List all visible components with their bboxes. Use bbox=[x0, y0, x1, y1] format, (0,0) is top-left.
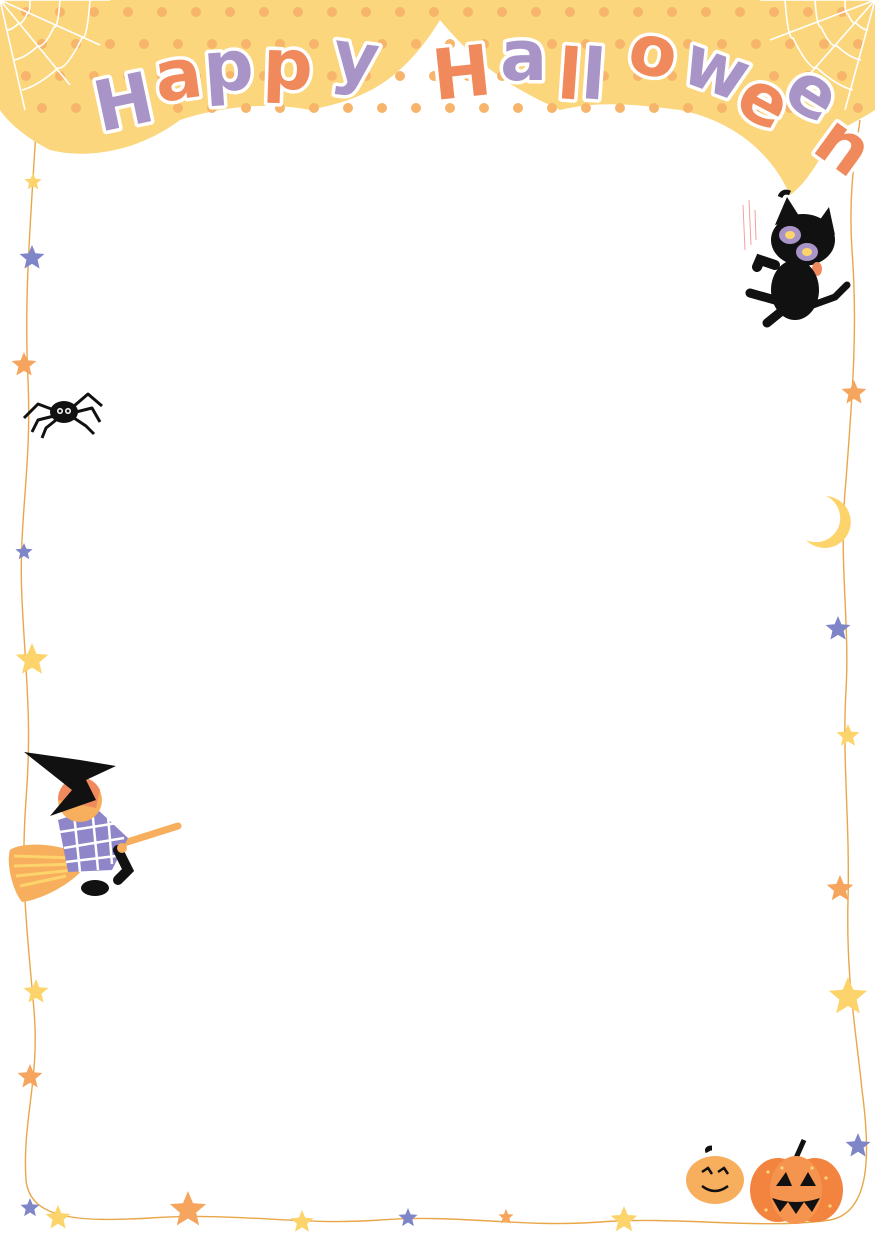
star-icon bbox=[836, 724, 860, 746]
title-letter: H bbox=[428, 29, 495, 117]
black-cat-icon bbox=[742, 189, 851, 328]
spider-web-icon bbox=[760, 0, 875, 111]
title-letter: a bbox=[500, 15, 547, 97]
frame-border bbox=[20, 119, 868, 1225]
star-icon bbox=[15, 543, 33, 560]
crescent-moon-icon bbox=[806, 496, 851, 548]
star-icon bbox=[841, 380, 867, 404]
star-icon bbox=[11, 352, 37, 376]
title-letter: p bbox=[200, 24, 256, 109]
star-icon bbox=[825, 616, 851, 640]
star-icon bbox=[498, 1209, 514, 1224]
star-icon bbox=[290, 1210, 314, 1232]
banner-background bbox=[0, 0, 875, 195]
star-icon bbox=[23, 979, 49, 1003]
star-icon bbox=[24, 173, 42, 190]
witch-on-broom-icon bbox=[8, 752, 182, 902]
star-icon bbox=[20, 1198, 40, 1217]
star-icon bbox=[610, 1206, 638, 1232]
jack-o-lantern-icon bbox=[750, 1138, 843, 1224]
jack-o-lantern-icon bbox=[686, 1145, 744, 1204]
star-icon bbox=[845, 1133, 871, 1157]
spider-web-icon bbox=[0, 0, 110, 111]
star-icon bbox=[398, 1208, 418, 1227]
star-icon bbox=[169, 1191, 207, 1226]
star-icon bbox=[826, 875, 854, 901]
star-decorations bbox=[11, 173, 871, 1232]
star-icon bbox=[45, 1205, 71, 1229]
star-icon bbox=[17, 1064, 43, 1088]
star-icon bbox=[829, 977, 867, 1014]
title-letter: p bbox=[261, 23, 314, 107]
star-icon bbox=[15, 643, 49, 674]
star-icon bbox=[19, 245, 45, 269]
spider-icon bbox=[22, 392, 103, 439]
